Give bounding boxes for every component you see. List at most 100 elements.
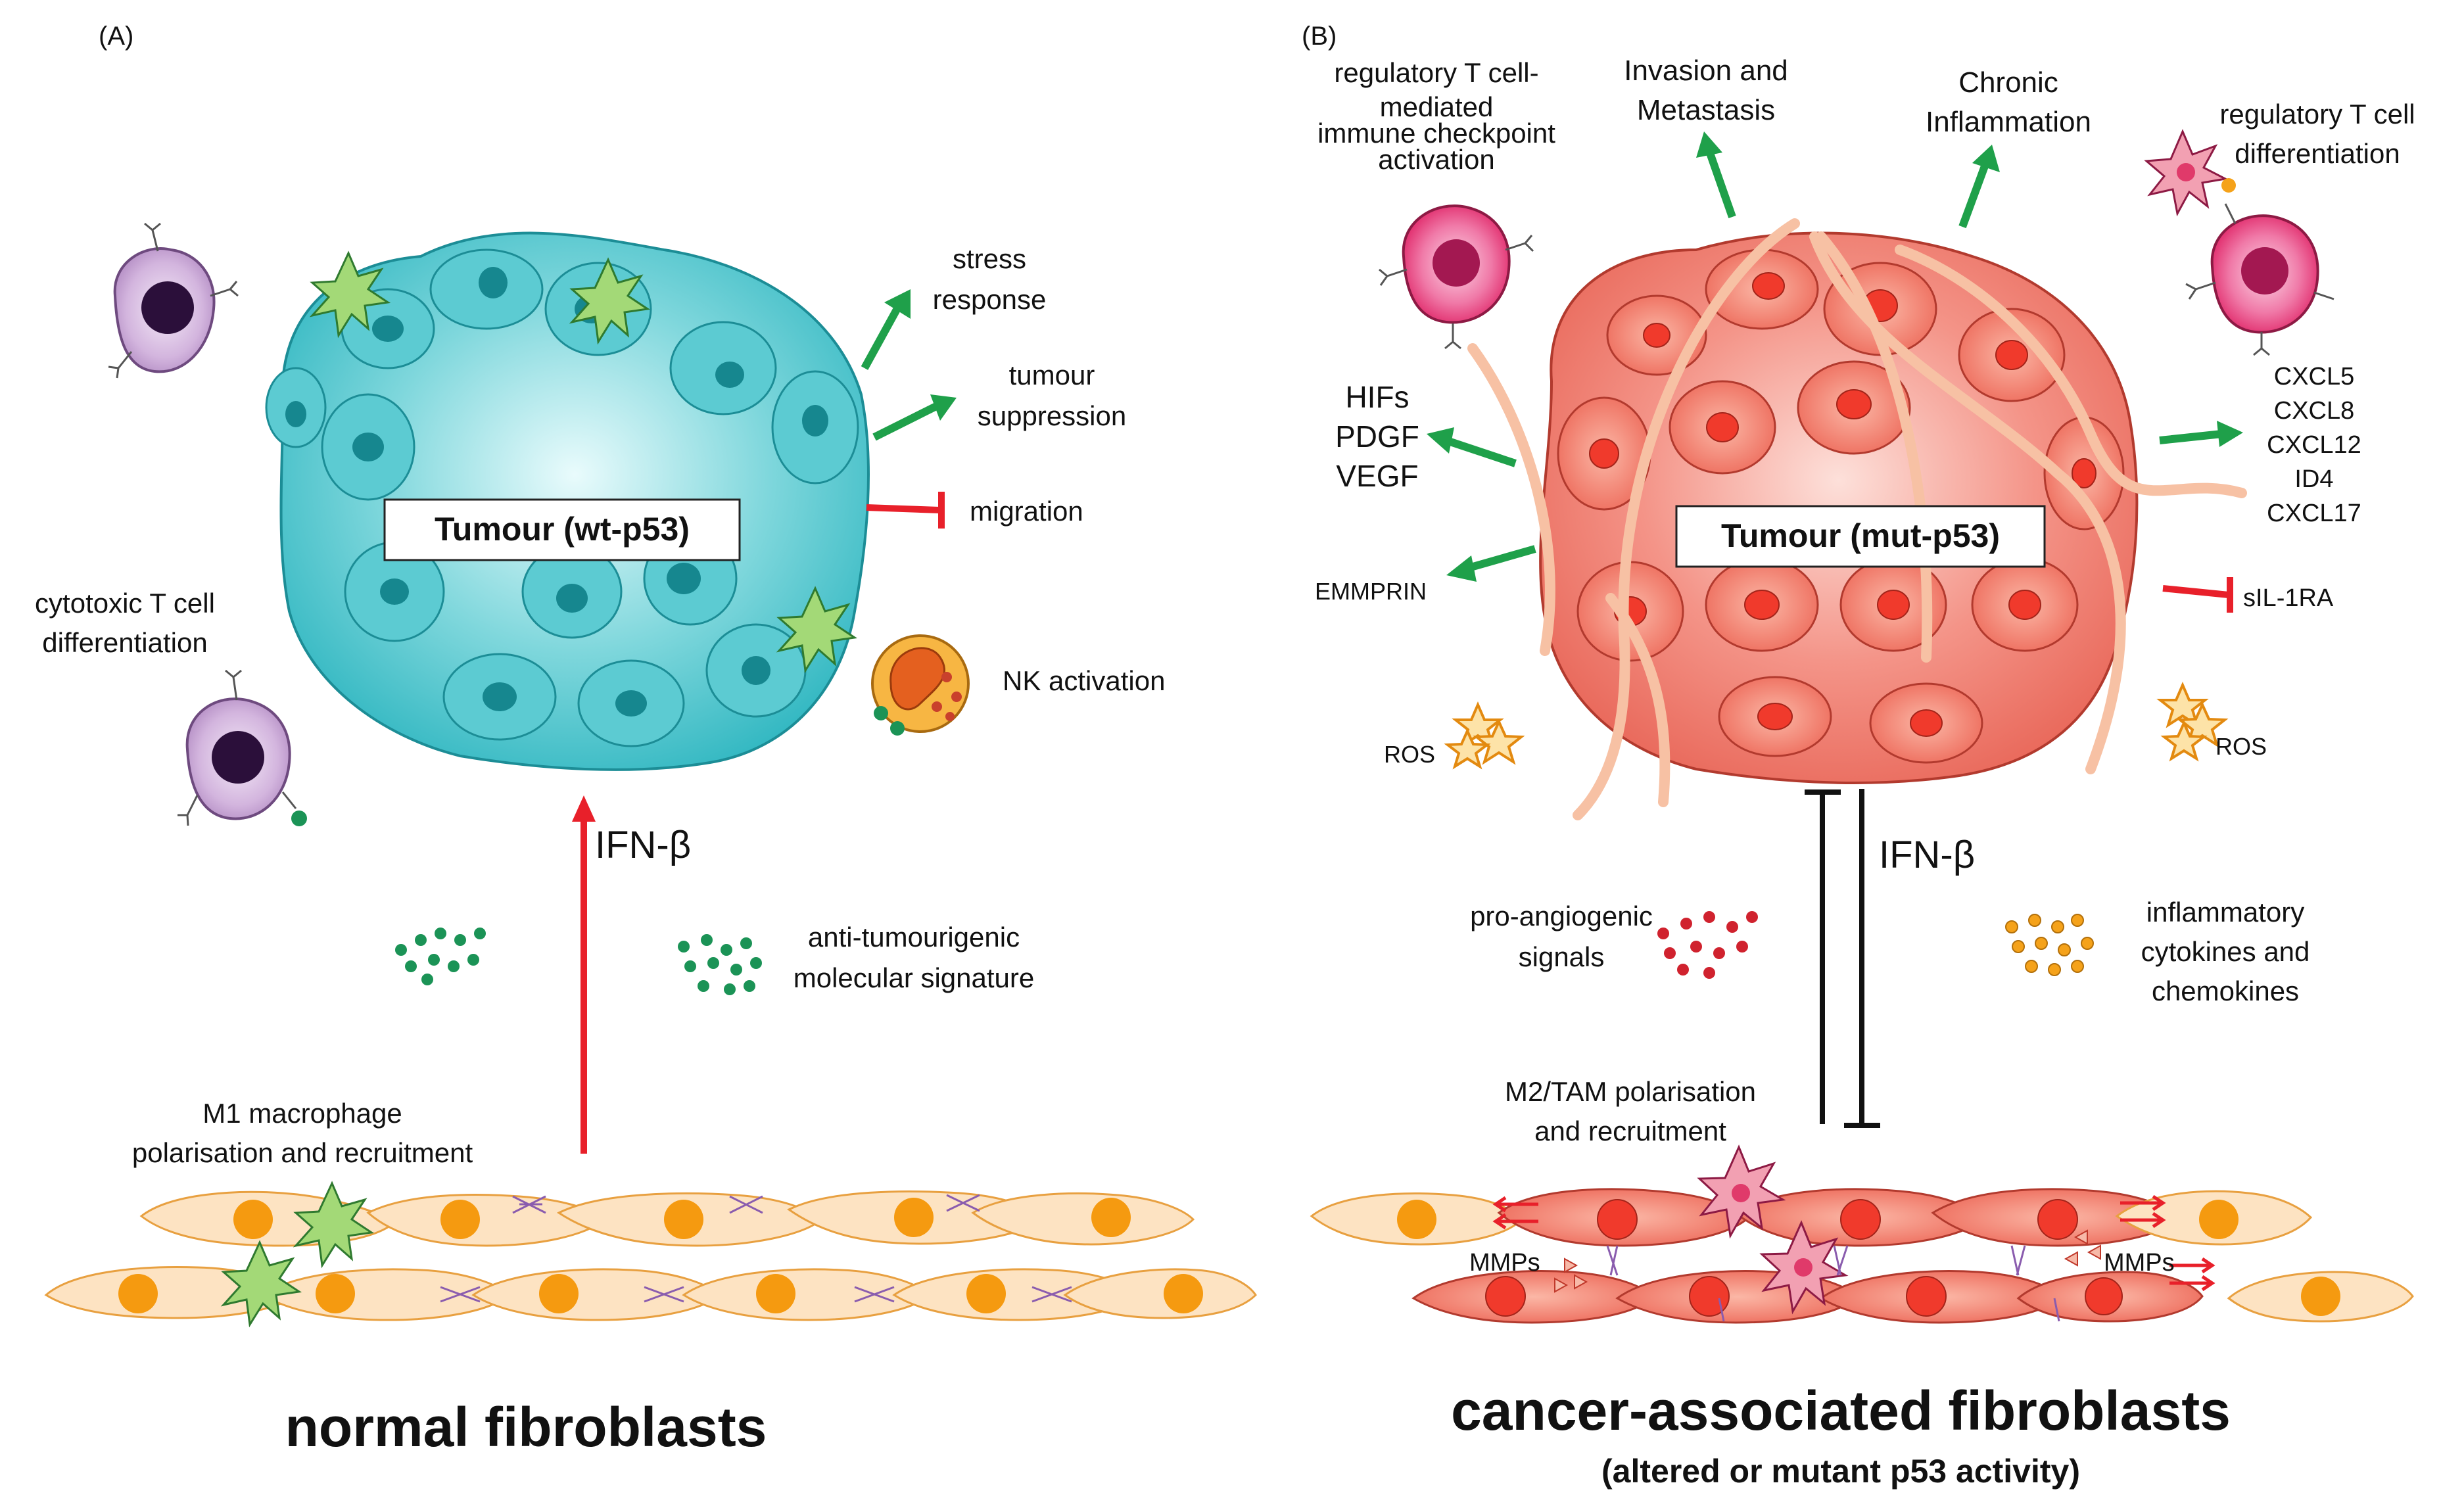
molecule-dot [467, 954, 479, 966]
molecule-dot [1726, 921, 1738, 933]
mut-nucleus [1995, 340, 2028, 370]
t-cell-lower [178, 669, 307, 826]
ros-star [2160, 720, 2208, 762]
ros-star [2156, 681, 2209, 728]
junction-fiber [1836, 1245, 1849, 1276]
molecule-dot [701, 934, 713, 946]
caf-nucleus [1840, 1199, 1881, 1240]
nk-cell [871, 634, 970, 736]
mut-nucleus [2008, 590, 2041, 620]
treg-checkpoint-line3: immune checkpoint [1317, 118, 1555, 149]
panel-a-title: normal fibroblasts [285, 1396, 767, 1458]
collagen-fibre [1895, 245, 2247, 498]
treg-cell-receptor [1444, 323, 1461, 350]
junction-fiber [2010, 1245, 2020, 1276]
t-cell-ligand [291, 811, 307, 826]
ifn-red-arrow-head [572, 795, 596, 822]
fibroblast-nucleus [316, 1274, 355, 1313]
collagen-fibre [1573, 218, 1800, 820]
wt-nucleus [556, 584, 588, 613]
green-arrow [1465, 545, 1536, 573]
green-arrow [1445, 436, 1517, 467]
junction-fiber [946, 1194, 980, 1212]
nk-receptor [874, 706, 888, 720]
molecule-dot [740, 937, 752, 949]
molecule-dot [2035, 937, 2048, 950]
wt-nucleus [667, 563, 701, 594]
wt-nucleus [742, 656, 770, 685]
m1-line1: M1 macrophage [202, 1098, 402, 1129]
molecule-dot [2058, 943, 2071, 956]
fibroblast-nucleus [756, 1274, 795, 1313]
normal-fibroblast-nuclei [118, 1198, 1203, 1313]
wt-nucleus [352, 433, 384, 461]
wt-nucleus [372, 316, 404, 342]
wt-nucleus [479, 267, 508, 298]
mut-nucleus [1836, 389, 1872, 419]
caf-nucleus [1485, 1276, 1526, 1317]
caf-nuclei [1397, 1199, 2340, 1317]
m2-star-cells [1697, 1144, 1849, 1315]
ros-star [1444, 728, 1491, 770]
mmp-triangle [1574, 1274, 1588, 1290]
molecule-dot [684, 960, 696, 972]
macrophage-star-top [2144, 129, 2236, 217]
star-cell [309, 250, 391, 339]
green-arrow [2159, 430, 2223, 444]
cxcl-line2: CXCL8 [2274, 397, 2355, 425]
wt-tumour-label: Tumour (wt-p53) [435, 511, 690, 548]
treg-cell-receptor [2313, 291, 2334, 300]
treg-cell-receptor [2185, 281, 2216, 300]
molecule-dot [678, 941, 690, 953]
junction-fiber [1718, 1298, 1725, 1322]
ros-star [1473, 718, 1525, 765]
junction-fiber [2053, 1298, 2060, 1322]
collagen-fibres [1467, 218, 2247, 820]
mut-nucleus [1757, 703, 1793, 730]
t-cell-receptor [281, 791, 297, 809]
ros-cluster-left [1444, 701, 1525, 770]
green-arrow-head [1972, 145, 2000, 172]
molecule-dot [435, 928, 446, 939]
pro-angiogenic-dots [1657, 911, 1758, 979]
pro-angio-line2: signals [1519, 941, 1605, 972]
m1-line2: polarisation and recruitment [132, 1137, 473, 1168]
cxcl-line5: CXCL17 [2267, 500, 2361, 527]
anti-tumourigenic-line1: anti-tumourigenic [808, 922, 1020, 953]
hifs-line2: PDGF [1335, 419, 1419, 454]
invasion-line2: Metastasis [1637, 94, 1775, 126]
fibroblast-nucleus [440, 1200, 480, 1239]
mmp-arrow-head [2201, 1257, 2215, 1274]
mmp-arrow-head [1492, 1213, 1507, 1230]
panel-b: (B) [1302, 22, 2415, 1490]
molecule-dot [1677, 964, 1689, 976]
fibroblast-cell [971, 1192, 1195, 1246]
green-arrow-head [1427, 427, 1454, 454]
ifn-label-a: IFN-β [595, 824, 691, 866]
molecule-dot [395, 944, 407, 956]
wt-nucleus [802, 405, 828, 436]
junction-fiber [1606, 1245, 1619, 1276]
star-cell [220, 1240, 302, 1328]
t-cell-receptor [144, 222, 161, 252]
junction-fiber [1609, 1245, 1619, 1276]
inflammatory-line2: cytokines and [2141, 936, 2310, 967]
molecule-dot [698, 980, 709, 992]
treg-cell-nucleus [2241, 247, 2288, 294]
cxcl-line4: ID4 [2294, 465, 2333, 493]
collagen-fibre [1809, 231, 2126, 774]
molecule-dot [707, 957, 719, 969]
cxcl-line3: CXCL12 [2267, 431, 2361, 459]
green-arrow-head [884, 289, 911, 319]
molecule-dot [730, 964, 742, 976]
green-arrow [1705, 150, 1736, 218]
molecule-dot [721, 944, 732, 956]
mmp-triangle [2064, 1251, 2078, 1267]
caf-cell [1411, 1270, 1655, 1324]
collagen-fibre [1605, 593, 1670, 807]
cytotoxic-line2: differentiation [42, 627, 207, 658]
t-cell-receptor [210, 281, 239, 297]
hifs-line1: HIFs [1345, 380, 1409, 414]
star-cell [776, 586, 858, 674]
nk-granule [932, 701, 942, 712]
